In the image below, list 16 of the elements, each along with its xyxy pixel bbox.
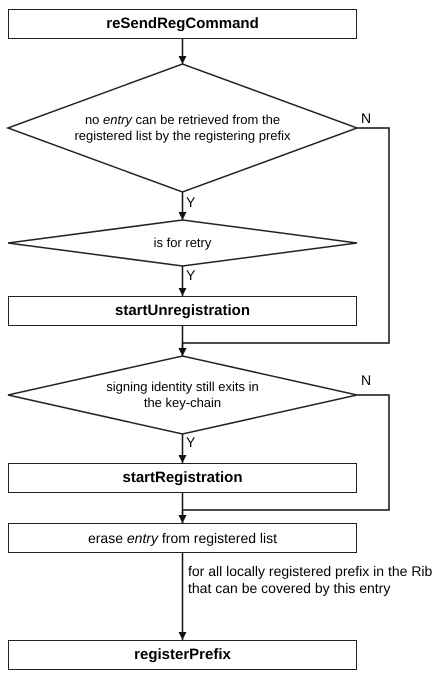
process-box: startUnregistration [8,296,357,326]
process-box: registerPrefix [8,640,357,670]
arrow [178,192,186,220]
condition-text: no entry can be retrieved from the registered list by the registering prefix [73,112,292,144]
arrow [178,553,186,640]
arrow [178,266,186,296]
condition-text: signing identity still exits in the key-chain [105,379,260,411]
arrow [178,434,186,463]
edge-label: for all locally registered prefix in the Rib that can be covered by this entry [188,563,433,597]
process-box: erase entry from registered list [8,523,357,553]
process-box: startRegistration [8,463,357,493]
process-box: reSendRegCommand [8,9,357,39]
condition-text: is for retry [154,235,212,251]
arrow [178,493,186,523]
arrow [178,39,186,64]
arrow [178,326,186,356]
